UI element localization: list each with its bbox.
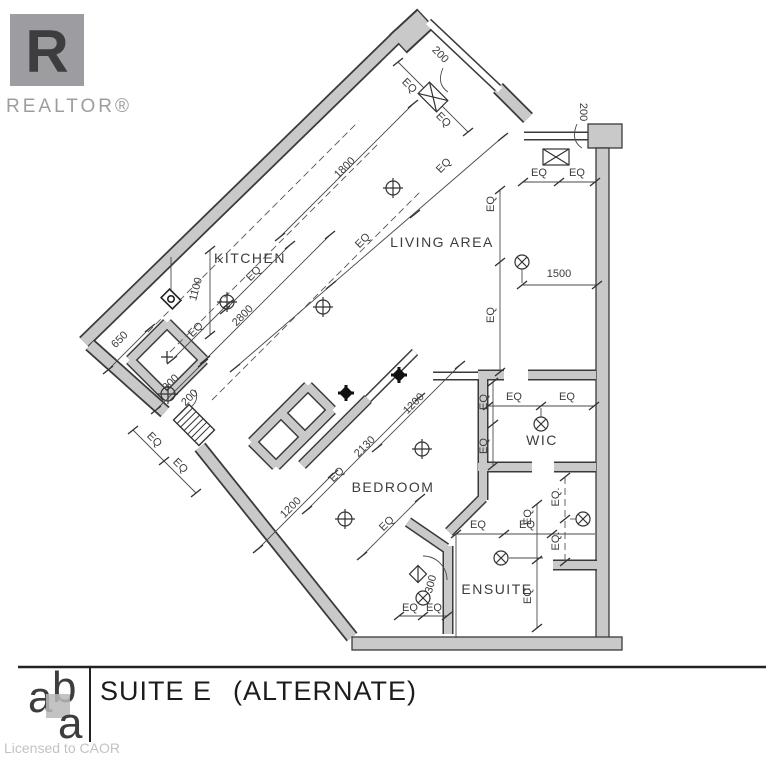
exhaust-fan-icon <box>542 148 570 166</box>
dim-eq-dot: EQ. <box>550 488 562 507</box>
dim-650: 650 <box>109 329 130 350</box>
suite-title: SUITE E <box>100 676 212 706</box>
dim-eq: EQ <box>402 602 418 614</box>
dim-eq: EQ <box>327 465 347 485</box>
dim-eq: EQ <box>522 588 534 604</box>
ceiling-light-icon <box>312 296 334 318</box>
dim-eq: EQ <box>353 231 373 251</box>
dim-1100: 1100 <box>187 276 205 302</box>
dim-300: 300 <box>423 574 439 595</box>
dim-2130: 2130 <box>352 434 378 460</box>
room-label-living-area: LIVING AREA <box>390 234 494 250</box>
suite-variant: (ALTERNATE) <box>233 676 417 706</box>
dim-eq: EQ <box>506 391 522 403</box>
smoke-detector-icon <box>336 383 356 403</box>
room-label-wic: WIC <box>526 432 558 448</box>
thermostat-cross-icon <box>161 351 173 363</box>
pot-light-icon <box>493 550 509 566</box>
leader-arc-200-top <box>439 67 449 93</box>
dim-eq: EQ <box>519 519 535 531</box>
dim-eq: EQ <box>485 307 497 323</box>
dim-eq: EQ <box>170 456 190 476</box>
leader-arc-200-right <box>573 123 583 149</box>
wall-corner-block <box>587 123 623 149</box>
license-watermark: Licensed to CAOR <box>4 740 120 756</box>
ceiling-light-icon <box>216 291 238 313</box>
dim-eq: EQ <box>478 394 490 410</box>
dim-eq: EQ <box>377 514 397 534</box>
ceiling-light-icon <box>382 177 404 199</box>
dim-eq: EQ <box>186 320 206 340</box>
ceiling-light-icon <box>334 508 356 530</box>
dim-eq: EQ <box>399 76 419 96</box>
pot-light-icon <box>533 416 549 432</box>
dim-eq: EQ <box>434 156 454 176</box>
shower-drain-icon <box>408 564 428 584</box>
dim-eq: EQ <box>433 110 453 130</box>
aba-logo-a2: a <box>58 699 83 748</box>
dim-200: 200 <box>429 44 450 65</box>
realtor-wordmark: REALTOR® <box>6 96 132 117</box>
pot-light-icon <box>514 254 530 270</box>
room-label-bedroom: BEDROOM <box>352 479 435 495</box>
door-swing-arc-ensuite <box>422 555 448 581</box>
realtor-logo: R REALTOR® <box>6 14 132 117</box>
dim-eq: EQ <box>559 391 575 403</box>
realtor-logo-square <box>10 14 84 86</box>
dim-200: 200 <box>577 103 589 121</box>
dimension-lines <box>107 61 597 638</box>
dim-1200: 1200 <box>278 495 304 521</box>
dim-eq: EQ <box>485 196 497 212</box>
room-label-kitchen: KITCHEN <box>214 250 286 266</box>
realtor-logo-r: R <box>25 18 68 85</box>
room-label-ensuite: ENSUITE <box>461 581 532 597</box>
dimension-labels: 200 EQ EQ 200 EQ EQ 1500 EQ EQ 1800 EQ E… <box>109 44 589 614</box>
dimension-ticks <box>102 57 603 633</box>
dim-eq-dot: EQ. <box>550 532 562 551</box>
entry-threshold-hatch <box>172 403 216 447</box>
kitchen-sink-icon <box>160 288 182 310</box>
dim-eq: EQ <box>478 438 490 454</box>
dim-eq: EQ <box>531 167 547 179</box>
dim-2800: 2800 <box>230 303 256 329</box>
dim-eq: EQ <box>144 430 164 450</box>
pot-light-icon <box>575 511 591 527</box>
dim-1500: 1500 <box>547 268 571 280</box>
dim-200: 200 <box>179 387 200 408</box>
exterior-walls <box>79 8 623 651</box>
dim-eq: EQ <box>522 509 534 525</box>
ceiling-light-icon <box>411 438 433 460</box>
dim-eq: EQ <box>569 167 585 179</box>
room-labels: KITCHEN LIVING AREA BEDROOM WIC ENSUITE <box>214 234 558 597</box>
dim-eq: EQ <box>244 264 264 284</box>
dim-eq: EQ <box>426 602 442 614</box>
fixture-symbols <box>157 81 591 606</box>
right-wall <box>595 147 610 639</box>
aba-monogram-logo: a b a <box>28 663 83 748</box>
dim-eq: EQ <box>470 519 486 531</box>
title-block: a b a SUITE E (ALTERNATE) <box>18 663 766 748</box>
bottom-wall <box>351 636 623 651</box>
aba-logo-square <box>46 694 70 718</box>
